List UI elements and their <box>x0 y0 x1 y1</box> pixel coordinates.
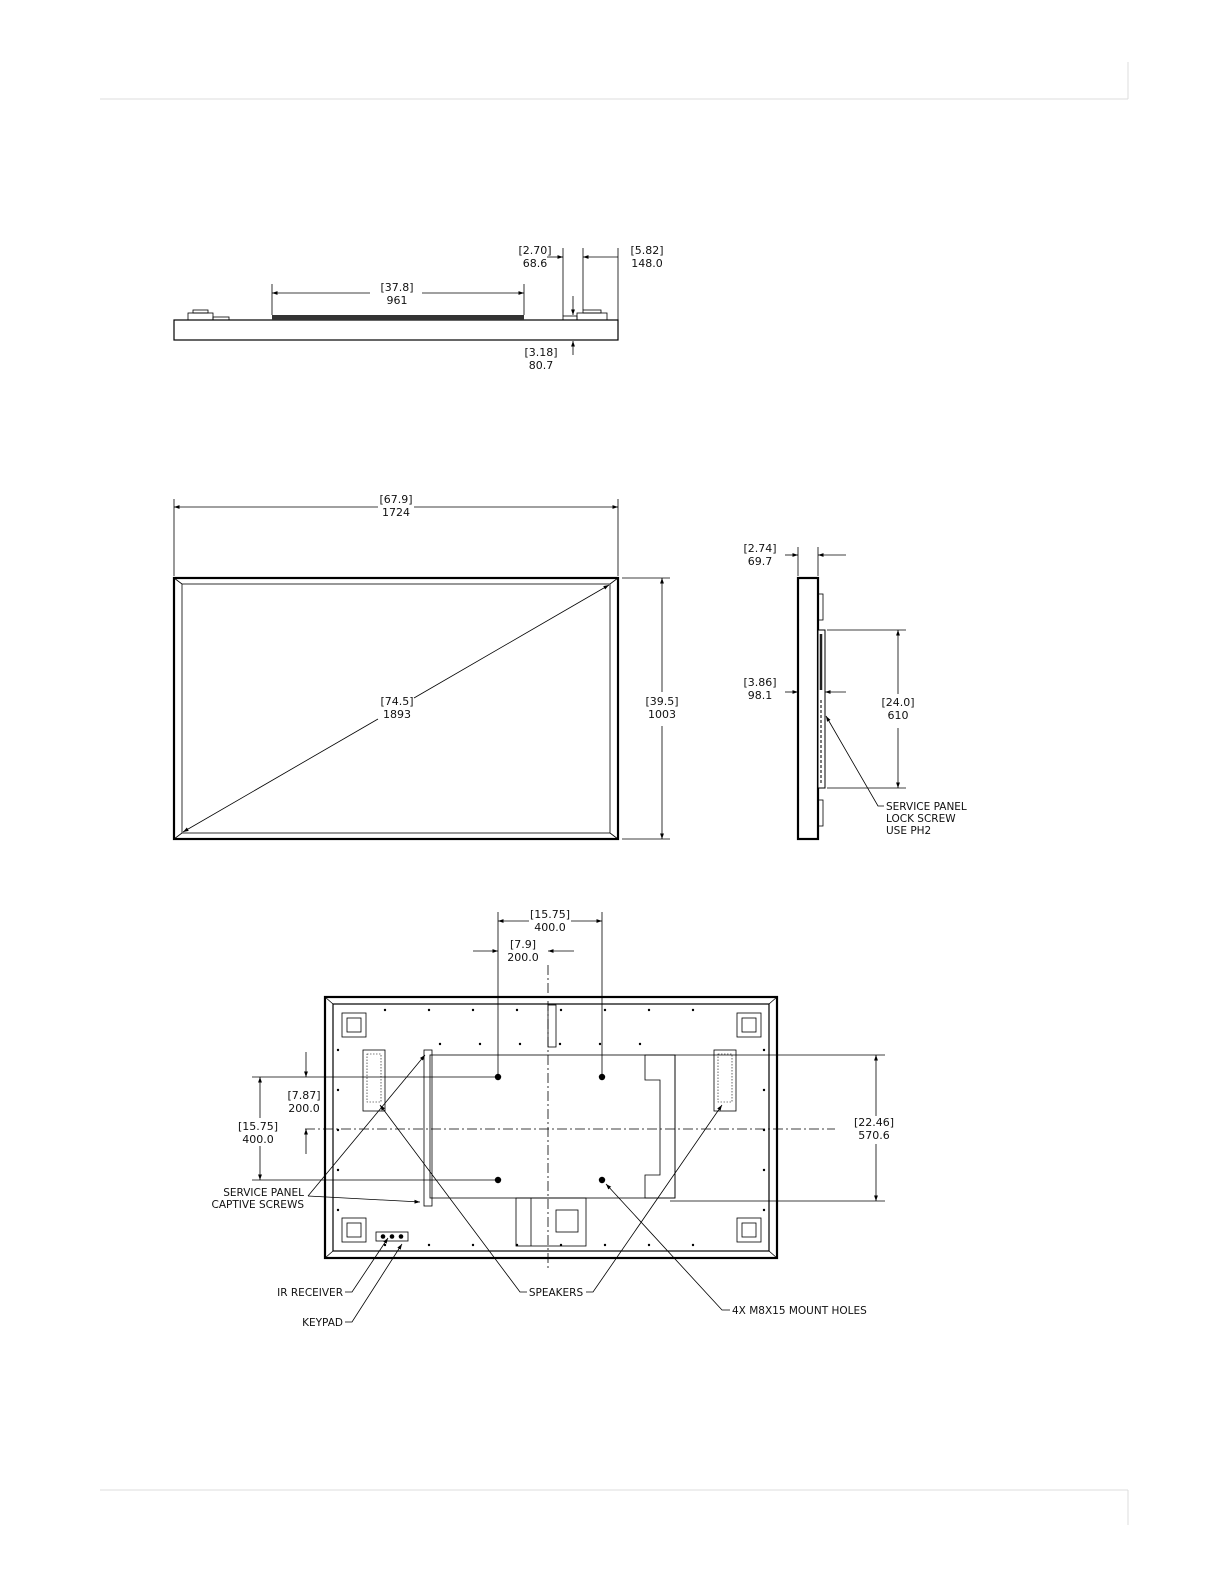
dim-vesa-v-in: [15.75] <box>238 1120 278 1133</box>
dim-panel-height-mm: 610 <box>888 709 909 722</box>
dim-offset-b-mm: 148.0 <box>631 257 663 270</box>
callout-ir-receiver: IR RECEIVER <box>277 1287 343 1299</box>
fastener-dot <box>384 1009 386 1011</box>
keypad-icon <box>376 1232 408 1241</box>
fastener-dot <box>639 1043 641 1045</box>
dim-depth-mm: 80.7 <box>529 359 554 372</box>
callout-captive-screws-line-2: CAPTIVE SCREWS <box>212 1199 305 1211</box>
callout-captive-screws-line-1: SERVICE PANEL <box>223 1187 304 1199</box>
dim-right-height-mm: 570.6 <box>858 1129 890 1142</box>
fastener-dot <box>604 1244 606 1246</box>
dim-body-depth-in: [3.86] <box>743 676 776 689</box>
dim-width-mm: 1724 <box>382 506 410 519</box>
fastener-dot <box>692 1009 694 1011</box>
fastener-dot <box>560 1244 562 1246</box>
dim-offset-a-in: [2.70] <box>518 244 551 257</box>
fastener-dot <box>763 1089 765 1091</box>
dim-width-in: [67.9] <box>379 493 412 506</box>
corner-foot-bottom-right-icon <box>737 1218 761 1242</box>
fastener-dot <box>692 1244 694 1246</box>
fastener-dot <box>439 1043 441 1045</box>
callout-lock-screw-line-2: LOCK SCREW <box>886 813 956 825</box>
dim-right-height-in: [22.46] <box>854 1116 894 1129</box>
fastener-dot <box>648 1244 650 1246</box>
fastener-dot <box>763 1209 765 1211</box>
callout-keypad: KEYPAD <box>302 1317 343 1329</box>
dim-vesa-half-v-mm: 200.0 <box>288 1102 320 1115</box>
fastener-dot <box>337 1049 339 1051</box>
dim-diagonal-in: [74.5] <box>380 695 413 708</box>
dim-height-in: [39.5] <box>645 695 678 708</box>
fastener-dot <box>516 1244 518 1246</box>
corner-foot-top-right-icon <box>737 1013 761 1037</box>
dim-vesa-half-v-in: [7.87] <box>287 1089 320 1102</box>
callout-lock-screw-line-1: SERVICE PANEL <box>886 801 967 813</box>
corner-foot-top-left-icon <box>342 1013 366 1037</box>
dim-vesa-half-h-mm: 200.0 <box>507 951 539 964</box>
speaker-left-icon <box>363 1050 385 1111</box>
fastener-dot <box>560 1009 562 1011</box>
dim-vesa-half-h-in: [7.9] <box>510 938 536 951</box>
dim-offset-b-in: [5.82] <box>630 244 663 257</box>
dim-top-depth-in: [2.74] <box>743 542 776 555</box>
dim-body-depth-mm: 98.1 <box>748 689 773 702</box>
fastener-dot <box>479 1043 481 1045</box>
dim-vesa-h-in: [15.75] <box>530 908 570 921</box>
fastener-dot <box>763 1169 765 1171</box>
fastener-dot <box>648 1009 650 1011</box>
fastener-dot <box>428 1244 430 1246</box>
fastener-dot <box>472 1009 474 1011</box>
fastener-dot <box>604 1009 606 1011</box>
side-view <box>785 547 906 839</box>
fastener-dot <box>516 1009 518 1011</box>
callout-lock-screw-line-3: USE PH2 <box>886 825 931 837</box>
dim-offset-a-mm: 68.6 <box>523 257 548 270</box>
dim-diagonal-mm: 1893 <box>383 708 411 721</box>
corner-foot-bottom-left-icon <box>342 1218 366 1242</box>
dim-panel-height-in: [24.0] <box>881 696 914 709</box>
fastener-dot <box>559 1043 561 1045</box>
page-header-rule <box>100 62 1128 99</box>
rear-view <box>252 912 885 1322</box>
fastener-dot <box>337 1169 339 1171</box>
dim-depth-in: [3.18] <box>524 346 557 359</box>
fastener-dot <box>763 1049 765 1051</box>
fastener-dot <box>599 1043 601 1045</box>
dim-height-mm: 1003 <box>648 708 676 721</box>
callout-mount-holes: 4X M8X15 MOUNT HOLES <box>732 1305 867 1317</box>
dim-top-depth-mm: 69.7 <box>748 555 773 568</box>
dim-speaker-width-mm: 961 <box>387 294 408 307</box>
fastener-dot <box>337 1129 339 1131</box>
dim-speaker-width-in: [37.8] <box>380 281 413 294</box>
fastener-dot <box>428 1009 430 1011</box>
dim-vesa-v-mm: 400.0 <box>242 1133 274 1146</box>
rear-fastener-dots <box>337 1009 765 1246</box>
fastener-dot <box>472 1244 474 1246</box>
page-footer-rule <box>100 1490 1128 1525</box>
fastener-dot <box>337 1209 339 1211</box>
fastener-dot <box>384 1244 386 1246</box>
fastener-dot <box>519 1043 521 1045</box>
dim-vesa-h-mm: 400.0 <box>534 921 566 934</box>
fastener-dot <box>337 1089 339 1091</box>
speaker-right-icon <box>714 1050 736 1111</box>
front-view <box>174 499 670 839</box>
mount-hole-icon <box>599 1177 605 1183</box>
fastener-dot <box>763 1129 765 1131</box>
callout-speakers: SPEAKERS <box>529 1287 584 1299</box>
